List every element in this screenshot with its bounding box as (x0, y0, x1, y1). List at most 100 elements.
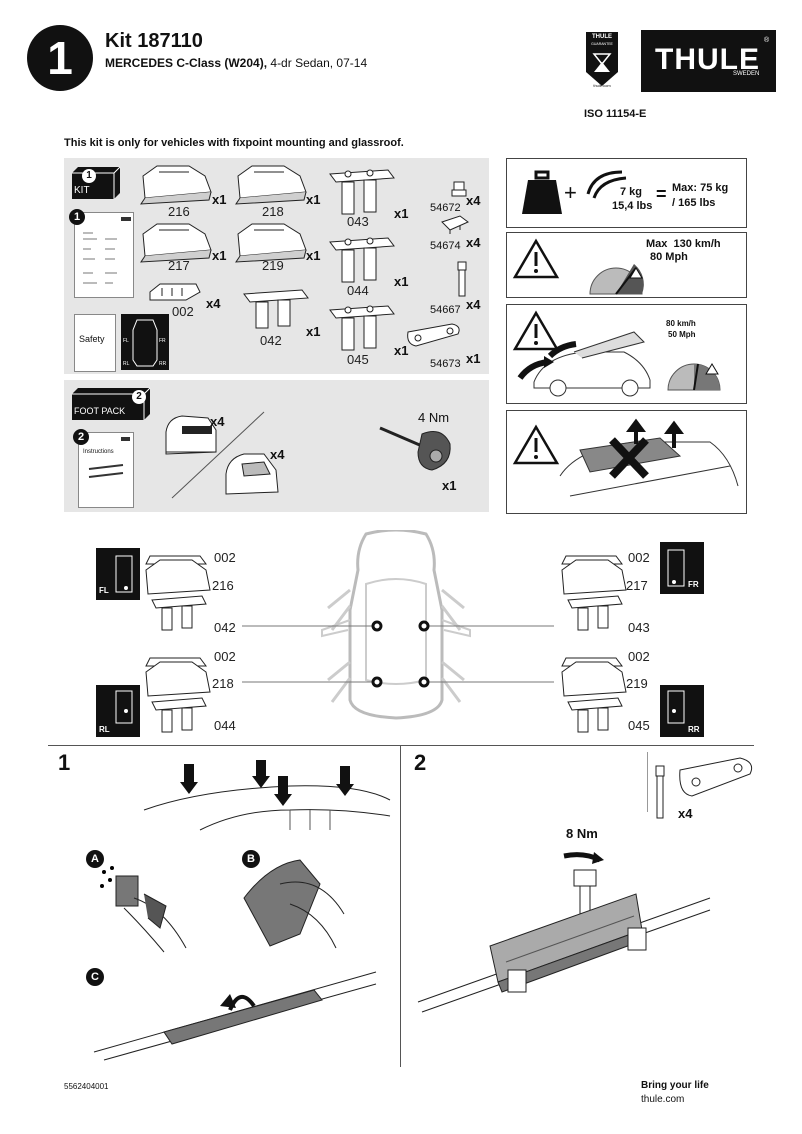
car-load-icon (514, 322, 654, 398)
spray-clean-icon (94, 858, 204, 954)
vehicle-line: MERCEDES C-Class (W204), 4-dr Sedan, 07-… (105, 56, 367, 70)
part-code-54674: 54674 (430, 240, 461, 252)
thule-logo-sub: SWEDEN (733, 71, 760, 77)
step-badge: 1 (27, 25, 93, 91)
step2-plate-icon (676, 756, 758, 800)
fr-pad: 002 (628, 550, 650, 565)
foot-instructions-booklet: 2 Instructions (73, 429, 134, 508)
seal-top-text: THULE (592, 34, 612, 40)
equals-sign: = (656, 184, 667, 204)
part-code-045: 045 (347, 352, 369, 367)
corner-rr: RR (159, 361, 167, 367)
fr-bracket: 043 (628, 620, 650, 635)
car-side-icon-fr (667, 549, 685, 587)
foot-torque: 4 Nm (418, 410, 450, 425)
part-code-042: 042 (260, 333, 282, 348)
vehicle-details: 4-dr Sedan, 07-14 (270, 56, 368, 70)
pad-219-icon (230, 220, 310, 264)
part-qty-045: x1 (394, 343, 409, 358)
pad-217-icon (135, 220, 215, 264)
foot-instructions-label: Instructions (83, 449, 114, 455)
corner-fl: FL (123, 338, 129, 344)
cover-qty: x4 (270, 447, 285, 462)
step2-qty: x4 (678, 806, 693, 821)
foot-icon (158, 408, 222, 458)
step1-c-badge: C (86, 968, 104, 986)
max-load: Max: 75 kg (672, 182, 729, 194)
rr-label: RR (688, 725, 700, 734)
fr-assembly-icon (556, 546, 630, 634)
part-code-217: 217 (168, 258, 190, 273)
fl-foot: 216 (212, 578, 234, 593)
bracket-043-icon (326, 166, 398, 222)
rr-bracket: 045 (628, 718, 650, 733)
bracket-044-icon (326, 234, 398, 290)
step1-number: 1 (58, 750, 71, 775)
safety-booklet: Safety (74, 314, 116, 372)
bars-icon (88, 437, 130, 478)
safety-label: Safety (79, 334, 105, 344)
kit-pack-number: 1 (82, 169, 96, 183)
corner-rl: RL (123, 361, 130, 367)
part-qty-002: x4 (206, 296, 221, 311)
kit-title: Kit 187110 (105, 30, 203, 52)
guarantee-seal: THULE GUARANTEE thule.com (584, 30, 620, 90)
speed2-mph: 50 Mph (668, 330, 696, 339)
rl-corner-card: RL (96, 685, 140, 737)
part-qty-54673: x1 (466, 351, 481, 366)
step1-a-badge: A (86, 850, 104, 868)
foot-instructions-number: 2 (73, 429, 89, 445)
max-speed-mph: 80 Mph (650, 251, 688, 263)
kit-pack-icon: 1 KIT (70, 165, 122, 199)
car-side-icon-rl (115, 690, 133, 724)
part-code-219: 219 (262, 258, 284, 273)
part-qty-54672: x4 (466, 193, 481, 208)
fl-corner-card: FL (96, 548, 140, 600)
kit-pack-label: KIT (74, 185, 90, 196)
part-qty-216: x1 (212, 192, 227, 207)
part-code-002: 002 (172, 304, 194, 319)
part-qty-043: x1 (394, 206, 409, 221)
part-code-044: 044 (347, 283, 369, 298)
key-qty: x1 (442, 478, 457, 493)
rl-foot: 218 (212, 676, 234, 691)
rr-assembly-icon (556, 648, 630, 736)
nut-54672-icon (446, 178, 472, 200)
max-load-lbs: / 165 lbs (672, 197, 716, 209)
fl-bracket: 042 (214, 620, 236, 635)
pad-216-icon (135, 162, 215, 206)
booklet-content-icon (83, 217, 131, 284)
speed2-kmh: 80 km/h (666, 319, 696, 328)
step2-mount-icon (414, 846, 714, 1016)
bracket-045-icon (326, 302, 398, 358)
rl-pad: 002 (214, 649, 236, 664)
speedometer-icon (586, 244, 646, 296)
car-topview-icon (132, 319, 158, 367)
rl-bracket: 044 (214, 718, 236, 733)
kit-instructions-number: 1 (69, 209, 85, 225)
weight-kg: 7 kg (620, 186, 643, 198)
rl-label: RL (99, 725, 110, 734)
divider-line (170, 410, 266, 500)
footer-url: thule.com (641, 1094, 685, 1105)
leader-lines (240, 620, 556, 690)
part-qty-044: x1 (394, 274, 409, 289)
foot-pack-number: 2 (132, 390, 146, 404)
foot-cover-icon (220, 446, 282, 498)
step-badge-number: 1 (47, 32, 73, 84)
part-qty-54674: x4 (466, 235, 481, 250)
seal-mid-text: GUARANTEE (591, 42, 613, 46)
part-code-043: 043 (347, 214, 369, 229)
part-qty-219: x1 (306, 248, 321, 263)
footer-slogan: Bring your life (641, 1080, 709, 1091)
warning-triangle-icon (512, 238, 560, 280)
fl-label: FL (99, 586, 109, 595)
part-qty-042: x1 (306, 324, 321, 339)
roof-lift-icon (550, 416, 740, 510)
pad-218-icon (230, 162, 310, 206)
step2-number: 2 (414, 750, 427, 775)
part-code-216: 216 (168, 204, 190, 219)
step1-roof-icon (140, 760, 400, 840)
clip-54674-icon (440, 214, 470, 236)
part-qty-54667: x4 (466, 297, 481, 312)
